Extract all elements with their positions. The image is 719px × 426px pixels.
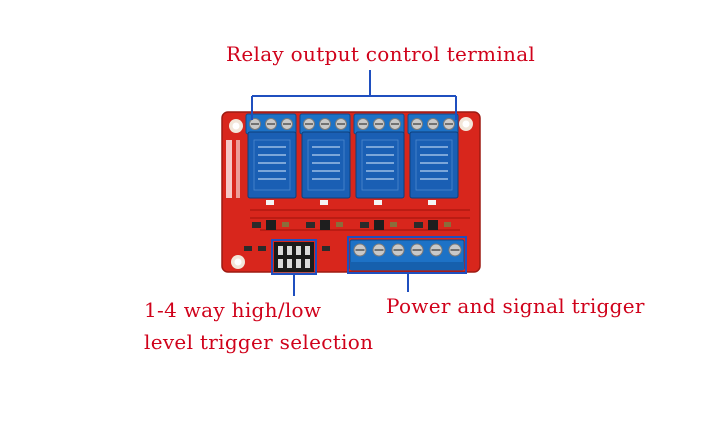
status-led [320, 200, 328, 205]
trigger-jumper-header [274, 242, 314, 272]
mounting-hole [229, 119, 243, 133]
status-led [374, 200, 382, 205]
relay [409, 131, 459, 205]
relay [247, 131, 297, 205]
optocoupler [320, 220, 330, 230]
terminal-screw [353, 243, 367, 257]
input-terminal-block [349, 239, 465, 271]
optocoupler [374, 220, 384, 230]
terminal-screw [391, 243, 405, 257]
mounting-hole [459, 117, 473, 131]
relay-output-label: Relay output control terminal [226, 42, 536, 66]
optocoupler [266, 220, 276, 230]
power-signal-label: Power and signal trigger [386, 294, 645, 318]
relays [247, 131, 459, 205]
terminal-screw [373, 118, 385, 130]
terminal-screw [427, 118, 439, 130]
smd-capacitor [282, 222, 289, 227]
trigger-selection-label-line2: level trigger selection [144, 330, 374, 354]
terminal-screw [303, 118, 315, 130]
terminal-screw [443, 118, 455, 130]
relay-output-terminals [245, 113, 459, 135]
optocoupler [428, 220, 438, 230]
terminal-screw [448, 243, 462, 257]
smd-resistor [244, 246, 252, 251]
terminal-screw [319, 118, 331, 130]
trigger-selection-callout [271, 239, 317, 296]
smd-components [244, 220, 451, 251]
relay [355, 131, 405, 205]
status-led [428, 200, 436, 205]
smd-capacitor [444, 222, 451, 227]
terminal-screw [410, 243, 424, 257]
power-signal-callout [347, 236, 467, 292]
status-led [266, 200, 274, 205]
terminal-screw [335, 118, 347, 130]
terminal-screw [372, 243, 386, 257]
output-terminal-block [353, 113, 405, 135]
smd-capacitor [390, 222, 397, 227]
output-terminal-block [245, 113, 297, 135]
mounting-hole [231, 255, 245, 269]
smd-resistor [414, 222, 423, 228]
relay-output-callout [251, 70, 457, 120]
smd-capacitor [336, 222, 343, 227]
smd-resistor [360, 222, 369, 228]
smd-resistor [306, 222, 315, 228]
silkscreen-text [226, 140, 240, 198]
output-terminal-block [299, 113, 351, 135]
terminal-screw [281, 118, 293, 130]
terminal-screw [389, 118, 401, 130]
terminal-screw [411, 118, 423, 130]
terminal-screw [249, 118, 261, 130]
smd-resistor [322, 246, 330, 251]
relay [301, 131, 351, 205]
smd-resistor [258, 246, 266, 251]
smd-resistor [252, 222, 261, 228]
power-signal-terminals [349, 239, 465, 271]
terminal-screw [357, 118, 369, 130]
trigger-selection-label-line1: 1-4 way high/low [144, 298, 322, 322]
terminal-screw [429, 243, 443, 257]
terminal-screw [265, 118, 277, 130]
output-terminal-block [407, 113, 459, 135]
